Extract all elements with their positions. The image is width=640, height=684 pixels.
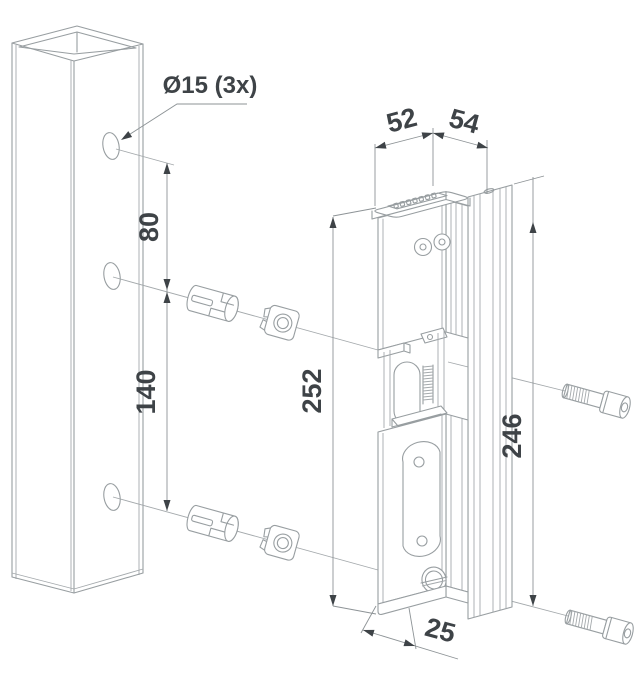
- latch-base: [391, 405, 448, 427]
- leader-arrowhead: [121, 131, 133, 140]
- axis-bottom-hole: [112, 496, 379, 571]
- cap-vent-slots: [393, 192, 437, 209]
- housing-side-face: [445, 199, 469, 339]
- dimension-54: 54: [432, 103, 489, 194]
- adjustment-slot: [402, 441, 441, 557]
- insert-sleeve-top: [186, 284, 239, 322]
- cap-vent-recess: [387, 192, 448, 210]
- lower-body: [377, 413, 469, 616]
- dim-80-label: 80: [134, 212, 164, 242]
- insert-sleeve-bottom: [186, 504, 239, 542]
- post-hole-middle: [103, 262, 121, 290]
- front-screw-hole-left: [413, 237, 433, 257]
- hex-socket: [620, 402, 629, 413]
- bottom-cap-front: [377, 585, 447, 616]
- lock-body: [371, 184, 513, 620]
- latch-mechanism: [377, 327, 448, 428]
- housing-front-face: [377, 199, 451, 351]
- mounting-bushing-top: [259, 304, 300, 341]
- dimension-52: 52: [374, 102, 434, 206]
- dim-52-label: 52: [383, 102, 420, 139]
- dim-246-label: 246: [497, 413, 527, 458]
- rear-mounting-profile: [467, 184, 513, 620]
- screw-top: [561, 383, 631, 419]
- square-post: [11, 25, 144, 594]
- screw-bottom: [564, 609, 634, 645]
- front-screw-hole-right: [433, 233, 451, 251]
- dim-54-label: 54: [446, 103, 483, 140]
- top-cap: [371, 190, 471, 220]
- profile-top-slot: [483, 188, 495, 194]
- dim-25-label: 25: [422, 612, 459, 649]
- dimension-80: 80: [134, 163, 171, 291]
- spring: [422, 364, 434, 405]
- axis-middle-hole: [112, 276, 379, 351]
- dimension-hole-diameter: Ø15 (3x): [121, 72, 257, 140]
- hex-socket: [623, 628, 632, 639]
- dim-252-label: 252: [297, 368, 327, 413]
- post-hole-top: [102, 132, 120, 160]
- post-hole-bottom: [103, 483, 121, 511]
- hole-diameter-label: Ø15 (3x): [163, 72, 258, 99]
- post-top-inner: [18, 31, 137, 55]
- keeper-lip: [420, 327, 448, 344]
- mounting-bushing-bottom: [259, 524, 300, 561]
- dimension-252: 252: [297, 207, 377, 615]
- dim-140-label: 140: [131, 369, 161, 414]
- dimension-140: 140: [131, 291, 171, 511]
- dimension-246: 246: [497, 175, 545, 606]
